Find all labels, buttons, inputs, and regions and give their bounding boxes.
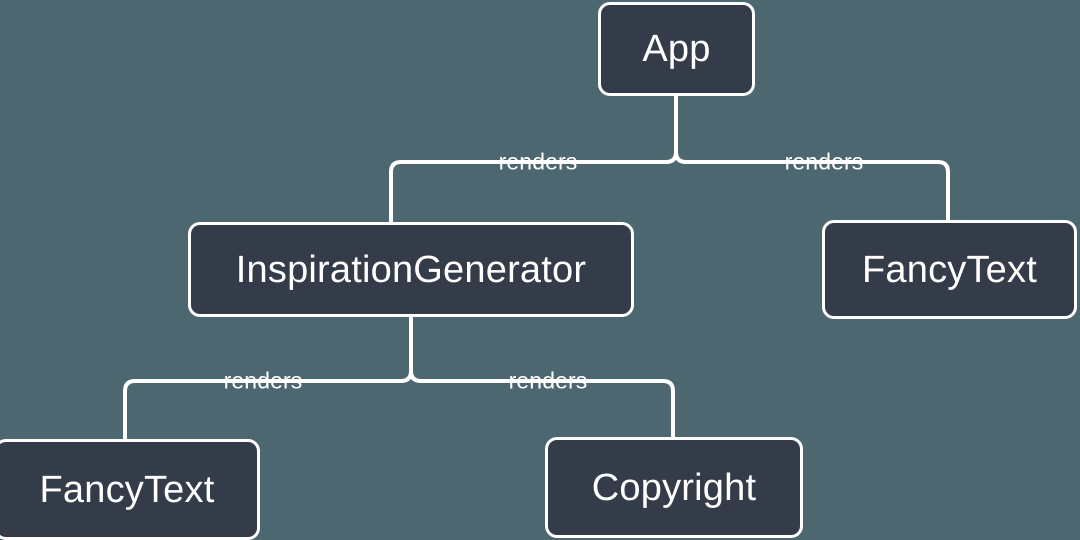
edge-label-app-to-inspiration: renders (498, 148, 578, 175)
node-fancytext-bottom-label: FancyText (39, 468, 215, 511)
edge-inspiration-stem-right (409, 317, 422, 383)
edge-app-to-fancytext (686, 160, 950, 220)
edge-inspiration-to-fancytext (123, 379, 401, 439)
node-inspiration-generator[interactable]: InspirationGenerator (188, 222, 634, 317)
edge-label-inspiration-to-fancytext: renders (223, 367, 303, 394)
edge-label-inspiration-to-copyright: renders (508, 367, 588, 394)
node-copyright-label: Copyright (591, 466, 757, 509)
node-app[interactable]: App (598, 2, 755, 96)
node-copyright[interactable]: Copyright (545, 437, 803, 538)
edge-inspiration-to-copyright (421, 379, 675, 437)
node-fancytext-right[interactable]: FancyText (822, 220, 1077, 319)
node-app-label: App (642, 28, 711, 70)
edge-app-stem-right (674, 96, 687, 164)
node-fancytext-bottom[interactable]: FancyText (0, 439, 260, 540)
edge-label-app-to-fancytext: renders (784, 148, 864, 175)
edge-app-to-inspiration (389, 160, 411, 222)
node-inspiration-generator-label: InspirationGenerator (235, 248, 587, 291)
node-fancytext-right-label: FancyText (862, 248, 1037, 291)
